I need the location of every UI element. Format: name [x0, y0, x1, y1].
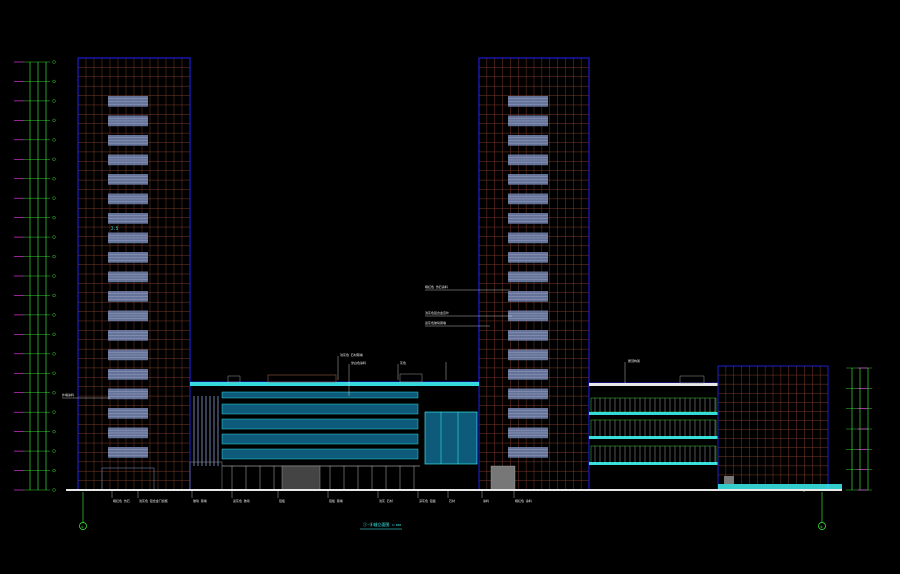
glass-stripe [221, 448, 419, 460]
slab-edge [589, 412, 718, 415]
elev-circle [52, 274, 56, 278]
drawing-title: ①-⑧轴立面图 1:100 [360, 521, 402, 530]
podium-fins [189, 396, 223, 491]
mid-note-3: 蓝灰色玻璃幕墙 [425, 320, 446, 325]
mid-note-2: 浅灰色铝合金百叶 [425, 310, 449, 315]
left-dimension-column [14, 60, 56, 492]
left-note: 外墙涂料 [62, 392, 74, 397]
bottom-note: 铝板 幕墙 [329, 498, 343, 503]
bottom-note: 蓝灰色 玻璃 [233, 498, 250, 503]
elev-circle [52, 488, 56, 492]
mid-note-1: 暗红色 仿石涂料 [425, 284, 448, 289]
elev-circle [52, 391, 56, 395]
callouts: 外墙涂料 暗红色 仿石涂料 浅灰色铝合金百叶 蓝灰色玻璃幕墙 浅灰色 石材幕墙 … [62, 284, 640, 503]
title-text: ①-⑧轴立面图 [363, 521, 389, 527]
bottom-note: 浅灰 石材 [379, 498, 393, 503]
left-tower: 2.5 [77, 57, 191, 491]
elev-circle [52, 157, 56, 161]
elev-circle [52, 352, 56, 356]
elev-circle [52, 60, 56, 64]
elev-circle [52, 79, 56, 84]
elev-circle [52, 216, 56, 220]
elev-circle [52, 410, 56, 414]
bottom-note: 铝板 [279, 498, 285, 503]
axis-label-right: ⑧ [820, 525, 823, 529]
bottom-note: 玻璃 幕墙 [193, 498, 207, 503]
podium-glass-stripes [221, 391, 419, 460]
podium-note-1: 浅灰色 石材幕墙 [340, 352, 363, 357]
bottom-note: 暗红色 仿石 [113, 498, 130, 503]
glass-stripe [221, 433, 419, 445]
elev-circle [52, 449, 56, 453]
right-podium-bands [589, 397, 718, 465]
bottom-note: 浅灰色 铝合金门窗框 [139, 498, 168, 503]
axis-label-left: ① [81, 525, 84, 529]
elev-circle [52, 293, 56, 298]
bottom-note: 石材 [449, 498, 455, 503]
slab-edge [589, 462, 718, 465]
elev-circle [52, 177, 56, 181]
right-podium [588, 375, 719, 491]
elev-circle [52, 468, 56, 473]
elev-circle [52, 371, 56, 375]
glass-stripe [221, 403, 419, 415]
glass-stripe [221, 418, 419, 430]
elev-circle [52, 332, 56, 336]
elev-circle [52, 313, 56, 317]
elev-circle [52, 196, 56, 200]
central-podium [189, 373, 480, 491]
right-tower-window-bands [508, 96, 548, 458]
bottom-note: 暗红色 涂料 [515, 498, 532, 503]
slab-edge [589, 436, 718, 439]
far-right-block [717, 365, 842, 491]
right-tower [478, 57, 590, 491]
elev-circle [52, 430, 56, 434]
elev-circle [52, 138, 56, 142]
glass-stripe [221, 391, 419, 399]
right-note: 屋顶构架 [628, 358, 640, 363]
elev-circle [52, 254, 56, 259]
bottom-note: 深灰色 铝板 [419, 498, 436, 503]
axis-markers: ① ⑧ [79, 492, 826, 530]
far-right-grid [718, 366, 828, 484]
elev-circle [52, 118, 56, 122]
tower-left-tag: 2.5 [111, 226, 119, 231]
podium-note-3: 灰色 [400, 360, 406, 365]
bottom-notes: 暗红色 仿石 浅灰色 铝合金门窗框 玻璃 幕墙 蓝灰色 玻璃 铝板 铝板 幕墙 浅灰 石材 深… [111, 490, 532, 503]
title-scale: 1:100 [392, 523, 401, 527]
podium-note-2: 米白色涂料 [351, 360, 366, 365]
elev-circle [52, 235, 56, 239]
left-tower-window-bands [108, 96, 148, 458]
bottom-note: 涂料 [483, 498, 489, 503]
elev-circle [52, 99, 56, 103]
